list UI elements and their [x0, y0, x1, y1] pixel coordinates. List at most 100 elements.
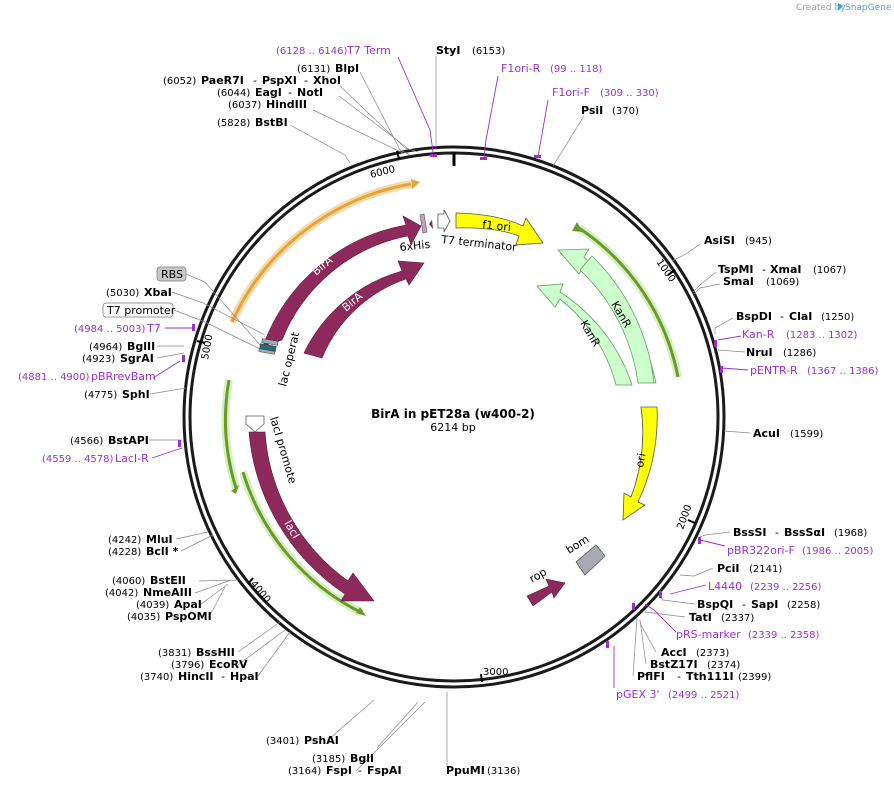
site-tati[interactable]: TatI [689, 611, 712, 624]
site-blpi-pos: (6131) [297, 64, 330, 75]
tick-2000: 2000 [675, 503, 694, 531]
primer-pbr322orif-pos: (1986 .. 2005) [802, 546, 874, 557]
site-hpai[interactable]: HpaI [230, 670, 259, 683]
site-tspmi[interactable]: TspMI [718, 263, 754, 276]
site-acui[interactable]: AcuI [753, 427, 780, 440]
site-bsssi[interactable]: BssSI [733, 526, 767, 539]
site-bstbi-pos: (5828) [217, 118, 250, 129]
site-blpi[interactable]: BlpI [335, 62, 359, 75]
primer-connector-lines [151, 56, 749, 688]
site-nrui[interactable]: NruI [746, 346, 773, 359]
primer-markers [178, 154, 723, 648]
site-clai[interactable]: ClaI [789, 310, 812, 323]
site-pshai[interactable]: PshAI [304, 734, 339, 747]
tick-5000: 5000 [200, 334, 215, 361]
site-fspai[interactable]: FspAI [367, 764, 402, 777]
primer-pentrr[interactable]: pENTR-R [750, 364, 798, 377]
site-ppumi-pos: (3136) [487, 766, 520, 777]
site-bstapi[interactable]: BstAPI [108, 434, 149, 447]
site-bcli[interactable]: BclI * [146, 545, 179, 558]
site-mlui[interactable]: MluI [146, 533, 173, 546]
primer-lacir-pos: (4559 .. 4578) [42, 454, 114, 465]
site-sphi[interactable]: SphI [122, 388, 150, 401]
rbs-label: RBS [161, 268, 183, 281]
site-paer7i-pos: (6052) [163, 76, 196, 87]
primer-f1orir-pos: (99 .. 118) [550, 64, 602, 75]
site-xmai[interactable]: XmaI [770, 263, 801, 276]
site-pspxi[interactable]: PspXI [262, 74, 297, 87]
site-bsssai[interactable]: BssSαI [784, 526, 825, 539]
site-sgrai-pos: (4923) [82, 354, 115, 365]
site-ppumi[interactable]: PpuMI [446, 764, 485, 777]
site-pflfi[interactable]: PflFI [637, 670, 665, 683]
site-pcii[interactable]: PciI [717, 562, 739, 575]
primer-kanr[interactable]: Kan-R [742, 328, 775, 341]
site-hincii[interactable]: HincII [178, 670, 214, 683]
site-nmeaiii[interactable]: NmeAIII [143, 586, 192, 599]
primer-pgex3-pos: (2499 .. 2521) [668, 690, 740, 701]
site-eagi[interactable]: EagI [255, 86, 282, 99]
site-bspqi[interactable]: BspQI [697, 598, 733, 611]
site-smai[interactable]: SmaI [723, 275, 754, 288]
primer-l4440[interactable]: L4440 [708, 580, 742, 593]
site-tth111i[interactable]: Tth111I [686, 670, 734, 683]
site-pflfi-pos: (2399) [738, 672, 771, 683]
site-bsshii[interactable]: BssHII [196, 646, 235, 659]
site-acci-pos: (2373) [696, 648, 729, 659]
site-tth111i-sep: - [677, 670, 681, 683]
plasmid-size: 6214 bp [430, 421, 475, 434]
primer-f1orir[interactable]: F1ori-R [501, 62, 541, 75]
site-styi-pos: (6153) [472, 46, 505, 57]
site-styi[interactable]: StyI [436, 44, 460, 57]
site-bspdi[interactable]: BspDI [736, 310, 772, 323]
site-acci[interactable]: AccI [661, 646, 687, 659]
site-pspomi[interactable]: PspOMI [165, 610, 212, 623]
site-apai[interactable]: ApaI [174, 598, 202, 611]
site-paer7i[interactable]: PaeR7I [201, 74, 244, 87]
primer-lacir[interactable]: LacI-R [115, 452, 149, 465]
green-feature-arc-left [221, 379, 240, 494]
site-sgrai[interactable]: SgrAI [120, 352, 154, 365]
site-asisi[interactable]: AsiSI [704, 234, 735, 247]
site-nmeaiii-pos: (4042) [105, 588, 138, 599]
site-bglii-pos: (4964) [89, 342, 122, 353]
rop-feature: rop [526, 565, 566, 607]
site-bsssi-pos: (1968) [834, 528, 867, 539]
site-bgli[interactable]: BglI [350, 752, 374, 765]
primer-f1orif[interactable]: F1ori-F [552, 86, 590, 99]
site-bstz17i[interactable]: BstZ17I [650, 658, 698, 671]
site-bglii[interactable]: BglII [127, 340, 155, 353]
site-psii[interactable]: PsiI [581, 104, 603, 117]
site-bstbi[interactable]: BstBI [255, 116, 288, 129]
site-sapi[interactable]: SapI [751, 598, 778, 611]
primer-t7[interactable]: T7 [146, 322, 161, 335]
site-hincii-pos: (3740) [140, 672, 173, 683]
site-xbai[interactable]: XbaI [144, 286, 172, 299]
primer-pentrr-pos: (1367 .. 1386) [807, 366, 879, 377]
site-smai-pos: (1069) [766, 277, 799, 288]
rbs-badge[interactable]: RBS [156, 266, 187, 282]
site-bcli-pos: (4228) [108, 547, 141, 558]
site-noti[interactable]: NotI [297, 86, 323, 99]
site-pshai-pos: (3401) [266, 736, 299, 747]
primer-f1orif-pos: (309 .. 330) [600, 88, 659, 99]
t7-promoter-badge[interactable]: T7 promoter [102, 302, 176, 318]
site-asisi-pos: (945) [745, 236, 772, 247]
site-nrui-pos: (1286) [783, 348, 816, 359]
site-bsteii[interactable]: BstEII [150, 574, 186, 587]
site-hindiii[interactable]: HindIII [266, 98, 307, 111]
primer-pgex3[interactable]: pGEX 3' [616, 688, 660, 701]
site-xhoi[interactable]: XhoI [313, 74, 341, 87]
primer-t7term[interactable]: T7 Term [346, 44, 391, 57]
site-apai-pos: (4039) [136, 600, 169, 611]
site-bspdi-pos: (1250) [821, 312, 854, 323]
site-fspi[interactable]: FspI [326, 764, 352, 777]
site-xmai-sep: - [762, 263, 766, 276]
primer-prsmarker[interactable]: pRS-marker [676, 628, 741, 641]
primer-pbr322orif[interactable]: pBR322ori-F [727, 544, 795, 557]
site-sapi-sep: - [742, 598, 746, 611]
primer-pbrrevbam[interactable]: pBRrevBam [91, 370, 156, 383]
primer-t7term-pos: (6128 .. 6146) [276, 46, 348, 57]
site-ecorv[interactable]: EcoRV [209, 658, 248, 671]
